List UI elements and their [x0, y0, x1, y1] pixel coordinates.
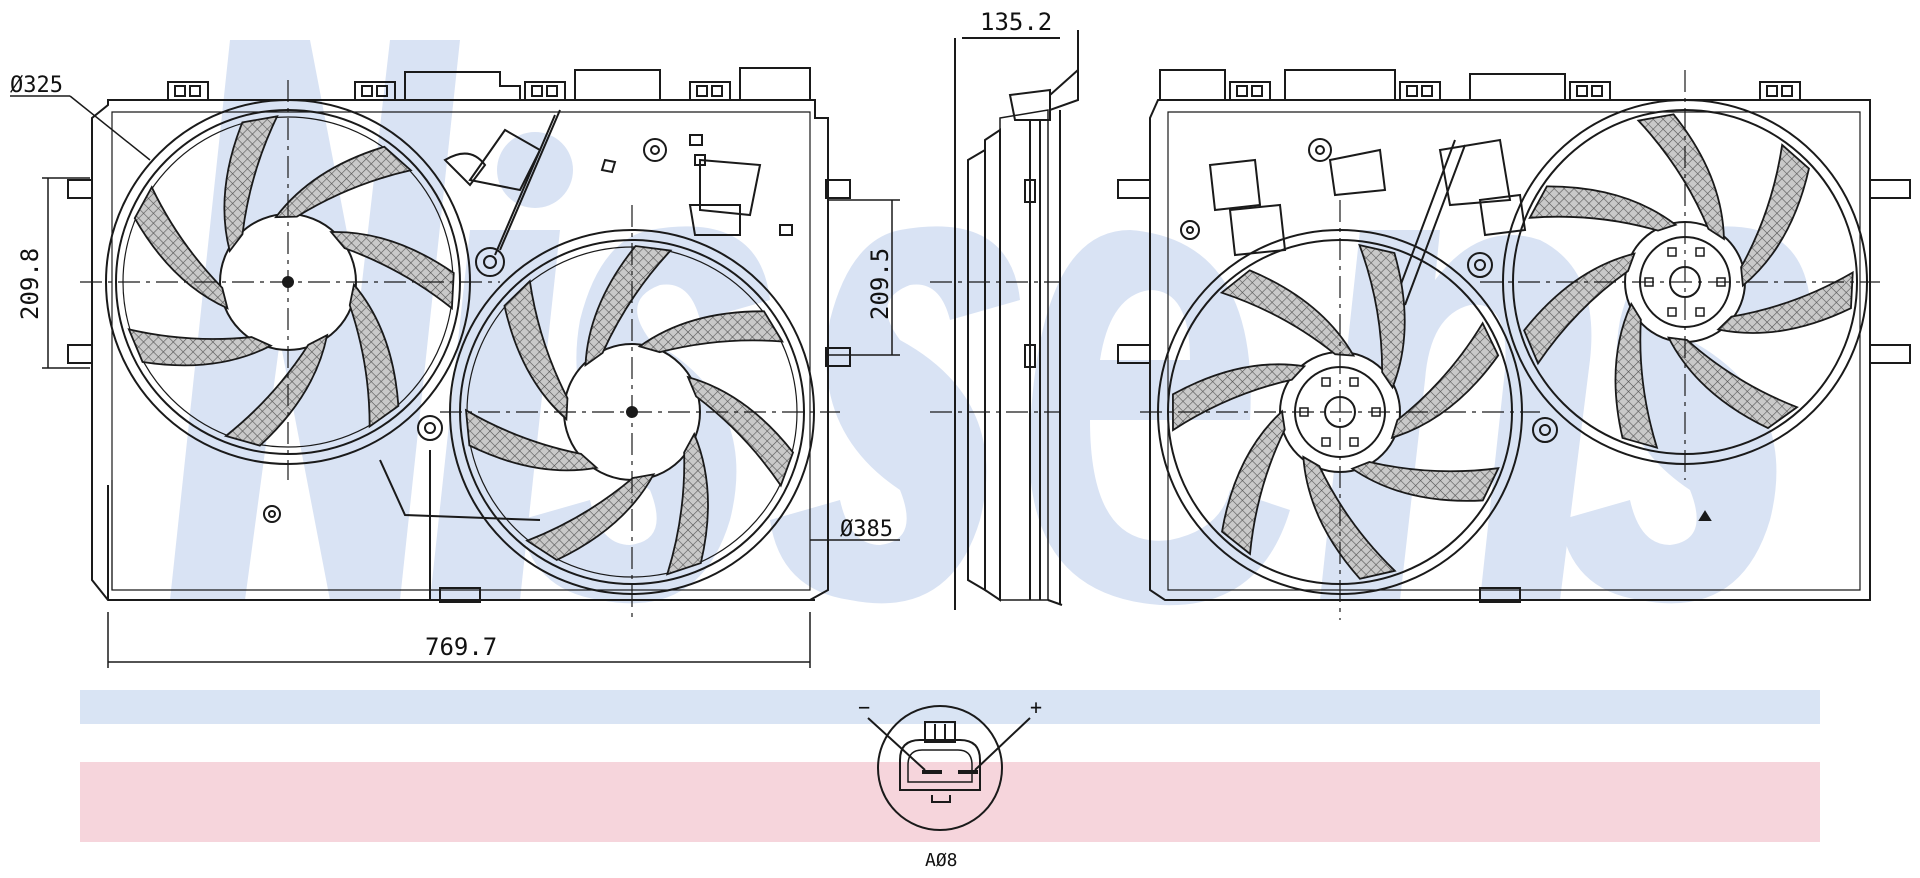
right-height-label: 209.5 [866, 248, 894, 320]
fan-blade [665, 431, 709, 576]
right-fan-blades [464, 245, 795, 576]
fan-blade [1523, 252, 1636, 366]
left-fan [105, 99, 471, 465]
left-fan-blades [127, 115, 455, 447]
fan-blade [1740, 143, 1810, 288]
right-fan-diameter-label: Ø385 [840, 517, 893, 542]
fan-blade [127, 328, 273, 367]
front-view-frame [67, 67, 851, 603]
dimension-lines [10, 95, 900, 668]
fan-blade [223, 115, 279, 254]
fan-blade [1528, 185, 1678, 232]
fan-blade [525, 473, 656, 562]
connector-diagram [867, 705, 1031, 831]
connector-minus-label: − [858, 695, 870, 719]
fan-blade [637, 310, 784, 354]
fan-blade [1221, 409, 1286, 556]
fan-blade [348, 282, 400, 429]
fan-blade [1614, 301, 1659, 449]
overall-width-label: 769.7 [425, 633, 497, 661]
side-view [930, 30, 1079, 610]
fan-blade [1390, 321, 1500, 440]
rear-left-fan-blades [1172, 243, 1500, 580]
depth-label: 135.2 [980, 8, 1052, 36]
fan-blade [686, 375, 795, 488]
centerlines [80, 80, 840, 620]
fan-blade [1358, 243, 1406, 390]
left-height-label: 209.8 [16, 248, 44, 320]
left-fan-diameter-label: Ø325 [10, 73, 63, 98]
fan-blade [1219, 269, 1356, 357]
fan-blade [1350, 461, 1500, 502]
fan-blade [223, 333, 329, 447]
fan-blade [584, 245, 673, 367]
fan-blade [464, 408, 599, 472]
fan-blade [274, 145, 413, 219]
fan-blade [133, 185, 229, 310]
rear-view-frame [1117, 69, 1911, 603]
fan-blade [329, 231, 455, 311]
fan-blade [1716, 270, 1854, 334]
right-fan [417, 229, 815, 595]
rear-centerlines [1140, 70, 1880, 620]
fan-blade [503, 279, 569, 422]
connector-plus-label: + [1030, 695, 1042, 719]
connector-code-label: AØ8 [925, 850, 958, 871]
fan-blade [1636, 113, 1725, 241]
rear-right-fan-blades [1523, 113, 1854, 449]
fan-blade [1172, 363, 1307, 432]
fan-blade [1302, 455, 1397, 580]
